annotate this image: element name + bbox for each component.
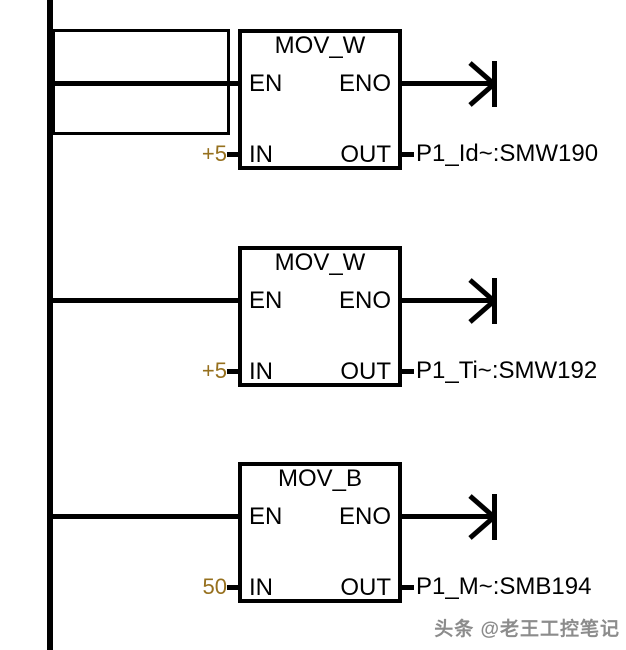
in-pin-stub: [227, 585, 238, 590]
empty-instruction-placeholder[interactable]: [52, 29, 230, 135]
pin-in-label: IN: [249, 574, 273, 601]
pin-eno-label: ENO: [338, 70, 391, 97]
block-title: MOV_B: [277, 465, 363, 492]
pin-eno-label: ENO: [338, 287, 391, 314]
out-operand-address[interactable]: P1_Ti~:SMW192: [416, 357, 598, 384]
pin-in-label: IN: [249, 358, 273, 385]
left-power-rail: [47, 0, 53, 650]
out-pin-stub: [400, 152, 414, 157]
pin-en-label: EN: [249, 503, 283, 530]
rung-continuation-arrow-icon: [468, 278, 497, 324]
in-operand-constant[interactable]: +5: [201, 141, 227, 166]
function-block-mov-w[interactable]: MOV_W EN ENO IN OUT: [238, 246, 402, 387]
toutiao-watermark: 头条 @老王工控笔记: [434, 619, 620, 640]
out-operand-address[interactable]: P1_Id~:SMW190: [416, 140, 599, 167]
pin-in-label: IN: [249, 141, 273, 168]
function-block-mov-w[interactable]: MOV_W EN ENO IN OUT: [238, 29, 402, 170]
in-operand-constant[interactable]: 50: [202, 574, 227, 599]
network-rung-3: MOV_B EN ENO IN OUT 50 P1_M~:SMB194: [0, 462, 626, 612]
pin-out-label: OUT: [340, 141, 391, 168]
rung-continuation-arrow-icon: [468, 61, 497, 107]
en-wire: [47, 298, 238, 303]
eno-wire: [400, 514, 494, 519]
pin-out-label: OUT: [340, 574, 391, 601]
in-pin-stub: [227, 369, 238, 374]
pin-out-label: OUT: [340, 358, 391, 385]
eno-wire: [400, 298, 494, 303]
out-pin-stub: [400, 585, 414, 590]
pin-en-label: EN: [249, 70, 283, 97]
pin-en-label: EN: [249, 287, 283, 314]
rung-continuation-arrow-icon: [468, 494, 497, 540]
out-operand-address[interactable]: P1_M~:SMB194: [416, 573, 592, 600]
eno-wire: [400, 81, 494, 86]
block-title: MOV_W: [274, 249, 366, 276]
en-wire: [47, 81, 238, 86]
function-block-mov-b[interactable]: MOV_B EN ENO IN OUT: [238, 462, 402, 603]
block-title: MOV_W: [274, 32, 366, 59]
network-rung-2: MOV_W EN ENO IN OUT +5 P1_Ti~:SMW192: [0, 246, 626, 396]
network-rung-1: MOV_W EN ENO IN OUT +5 P1_Id~:SMW190: [0, 29, 626, 179]
en-wire: [47, 514, 238, 519]
out-pin-stub: [400, 369, 414, 374]
in-pin-stub: [227, 152, 238, 157]
in-operand-constant[interactable]: +5: [201, 358, 227, 383]
pin-eno-label: ENO: [338, 503, 391, 530]
